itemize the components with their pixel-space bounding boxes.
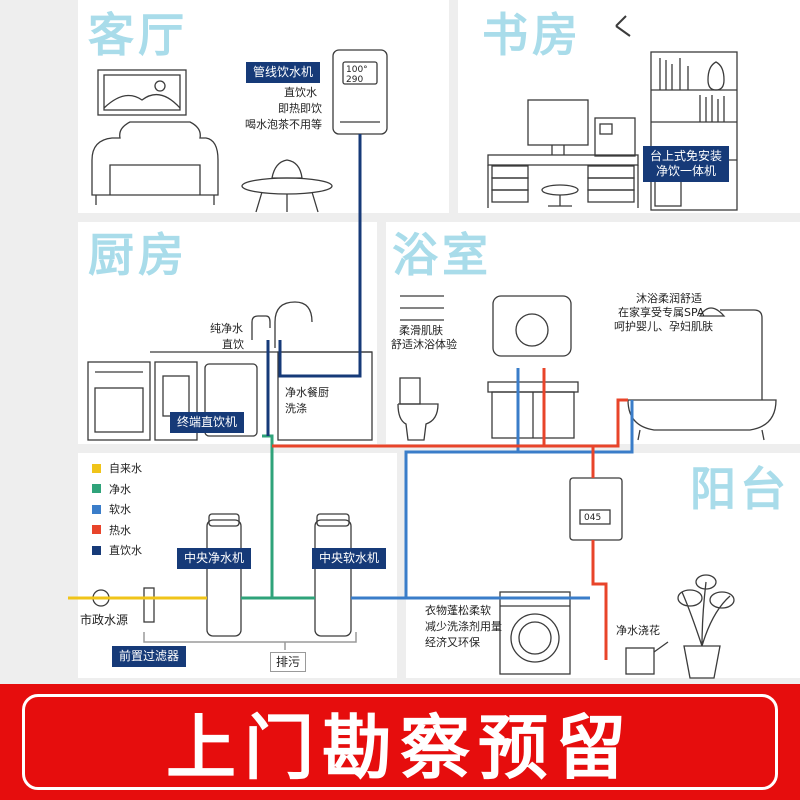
bookcase-icon xyxy=(650,51,738,211)
study-desk-icon xyxy=(487,99,639,208)
laundry-note-line-3: 经济又环保 xyxy=(425,636,480,649)
room-title-kitchen: 厨房 xyxy=(88,228,188,282)
skin-note-line-2: 舒适沐浴体验 xyxy=(391,338,457,351)
central-purifier-tag: 中央净水机 xyxy=(177,548,252,569)
room-title-balcony: 阳台 xyxy=(690,462,790,516)
prefilter-icon xyxy=(143,587,155,623)
desktop-unit-line-1: 台上式免安装 xyxy=(650,149,723,163)
dispenser-feature-1: 直饮水 xyxy=(284,86,317,99)
oven-icon xyxy=(87,361,151,441)
dispenser-display-bottom: 290 xyxy=(346,75,364,85)
legend-swatch-tap xyxy=(92,463,101,473)
kitchen-wash-line-2: 洗涤 xyxy=(285,402,307,415)
legend-swatch-soft xyxy=(92,504,101,514)
drain-line xyxy=(143,632,357,650)
pure-water-line-2: 直饮 xyxy=(222,338,244,351)
shower-head-icon xyxy=(698,307,763,400)
toilet-icon xyxy=(397,377,439,441)
heater-display: 045 xyxy=(584,513,602,523)
dispenser-feature-3: 喝水泡茶不用等 xyxy=(245,118,322,131)
shower-note-line-1: 沐浴柔润舒适 xyxy=(636,292,702,305)
mirror-icon xyxy=(492,295,572,357)
legend-label-soft: 软水 xyxy=(109,503,131,517)
kitchen-wash-line-1: 净水餐厨 xyxy=(285,386,329,399)
desktop-unit-tag: 台上式免安装 净饮一体机 xyxy=(643,146,730,182)
desktop-purifier-icon xyxy=(594,117,636,157)
legend-swatch-direct xyxy=(92,545,101,555)
legend: 自来水 净水 软水 热水 直饮水 xyxy=(92,458,142,561)
room-title-living: 客厅 xyxy=(88,8,188,62)
laundry-note-line-2: 减少洗涤剂用量 xyxy=(425,620,502,633)
legend-item-hot: 热水 xyxy=(92,520,142,541)
dispenser-feature-2: 即热即饮 xyxy=(278,102,322,115)
purifier-tank-icon xyxy=(206,513,242,637)
municipal-source-label: 市政水源 xyxy=(80,613,129,627)
kitchen-panel xyxy=(78,222,377,444)
watering-can-icon xyxy=(625,641,669,675)
red-banner: 上门勘察预留 xyxy=(0,684,800,800)
pure-water-line-1: 纯净水 xyxy=(210,322,243,335)
legend-swatch-hot xyxy=(92,525,101,535)
skin-note-line-1: 柔滑肌肤 xyxy=(399,324,443,337)
water-heater-icon xyxy=(569,477,623,541)
legend-item-tap: 自来水 xyxy=(92,458,142,479)
shower-note-line-2: 在家享受专属SPA xyxy=(618,306,705,319)
pipeline-dispenser-tag: 管线饮水机 xyxy=(246,62,321,83)
softener-tank-icon xyxy=(314,513,352,637)
laundry-note-line-1: 衣物蓬松柔软 xyxy=(425,604,491,617)
legend-swatch-pure xyxy=(92,484,101,494)
central-softener-tag: 中央软水机 xyxy=(312,548,387,569)
clock-icon xyxy=(615,15,631,37)
terminal-drinker-tag: 终端直饮机 xyxy=(170,412,245,433)
potted-plant-icon xyxy=(677,574,735,679)
legend-label-direct: 直饮水 xyxy=(109,544,142,558)
pure-water-pipe xyxy=(241,434,315,600)
bathtub-icon xyxy=(627,399,777,441)
drain-label: 排污 xyxy=(270,652,307,673)
legend-label-pure: 净水 xyxy=(109,482,131,496)
watering-label: 净水浇花 xyxy=(616,624,660,637)
legend-item-soft: 软水 xyxy=(92,499,142,520)
kitchen-counter-icon xyxy=(150,301,373,441)
shower-note-line-3: 呵护婴儿、孕妇肌肤 xyxy=(614,320,713,333)
pipeline-dispenser-icon xyxy=(332,49,388,135)
bathroom-panel xyxy=(386,222,800,444)
desktop-unit-line-2: 净饮一体机 xyxy=(656,164,717,178)
legend-label-hot: 热水 xyxy=(109,523,131,537)
banner-frame: 上门勘察预留 xyxy=(22,694,778,790)
room-title-bathroom: 浴室 xyxy=(392,228,492,282)
shelf-icon xyxy=(400,295,444,321)
legend-item-pure: 净水 xyxy=(92,479,142,500)
legend-item-direct: 直饮水 xyxy=(92,540,142,561)
sofa-icon xyxy=(91,121,219,205)
soft-water-pipe xyxy=(351,368,634,600)
picture-frame-icon xyxy=(97,69,187,116)
dispenser-display-top: 100° xyxy=(346,65,368,75)
room-title-study: 书房 xyxy=(482,8,582,62)
legend-label-tap: 自来水 xyxy=(109,462,142,476)
sink-cabinet-icon xyxy=(487,381,579,439)
washing-machine-icon xyxy=(499,591,571,675)
banner-text: 上门勘察预留 xyxy=(166,706,634,789)
balcony-panel xyxy=(406,453,800,678)
direct-drinking-pipe xyxy=(266,134,362,436)
prefilter-tag: 前置过滤器 xyxy=(112,646,187,667)
hot-water-pipe xyxy=(272,368,628,660)
coffee-table-icon xyxy=(241,159,333,213)
